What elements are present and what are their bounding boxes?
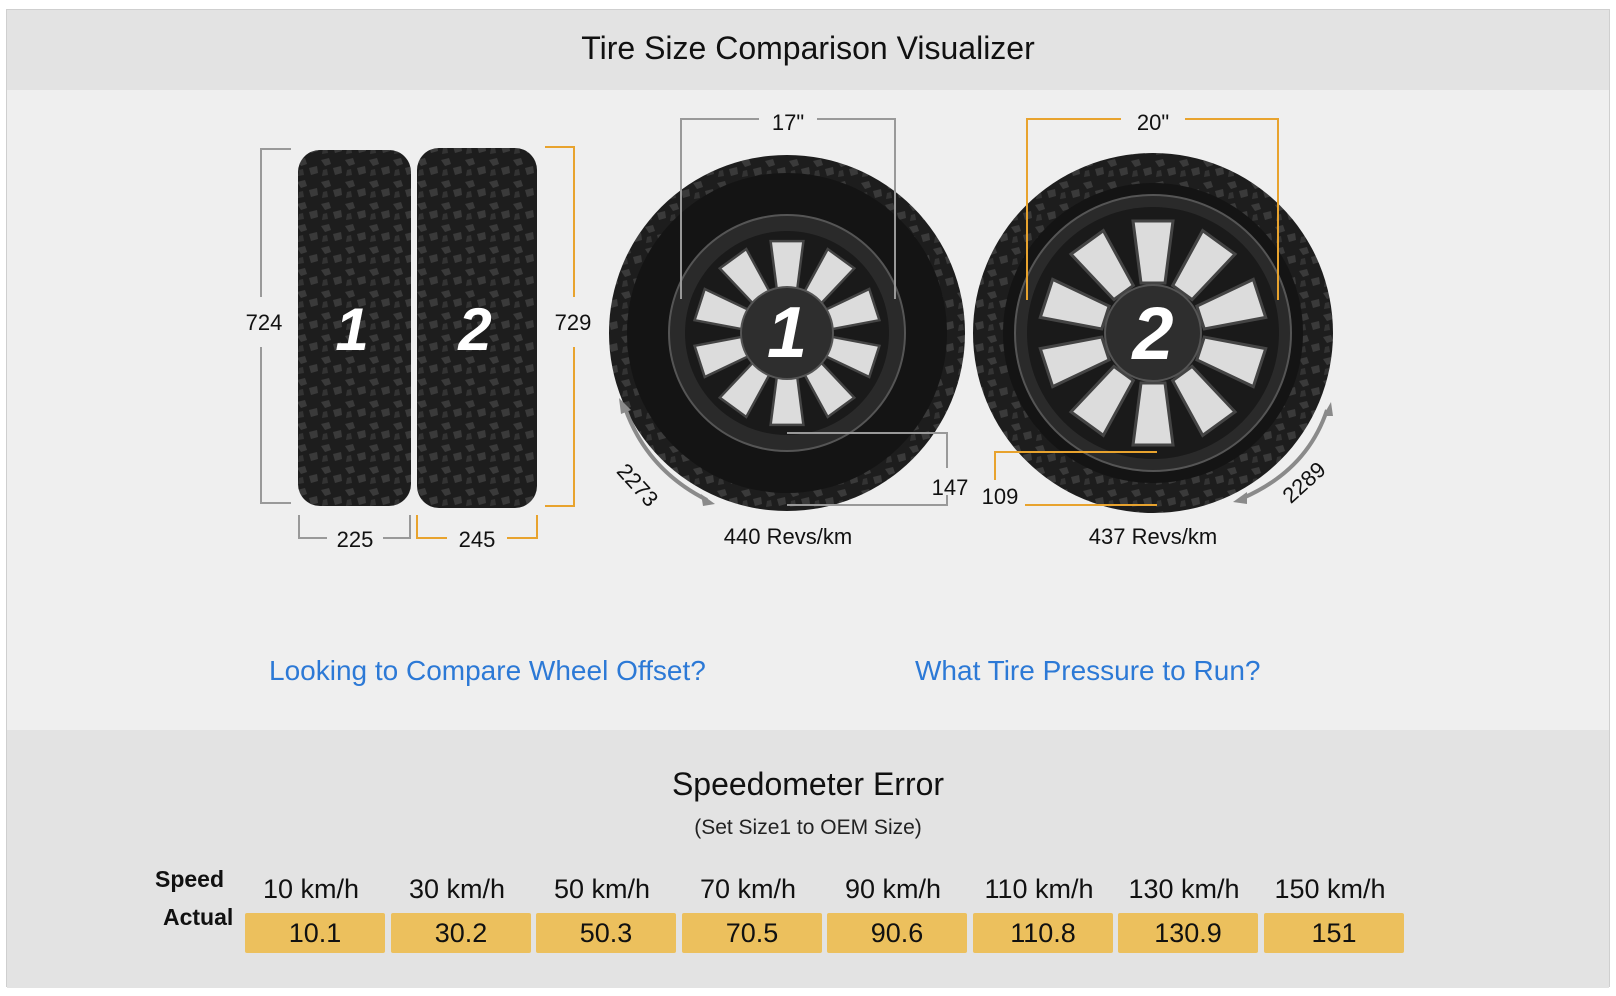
tire2-tread [417,148,537,508]
tire1-tread-number: 1 [335,296,368,363]
speed-cell: 50 km/h [553,874,651,904]
tire1-circumference-arrow [619,398,715,506]
tire1-width-label: 225 [337,527,374,552]
tire2-circumference-label: 2289 [1277,457,1330,508]
tire2-width-label: 245 [459,527,496,552]
actual-row-label: Actual [163,904,234,930]
actual-cell: 70.5 [682,913,822,953]
tire1-wheel: 1 [609,155,965,511]
page-title: Tire Size Comparison Visualizer [581,30,1035,66]
speedometer-error-section: Speedometer Error (Set Size1 to OEM Size… [7,730,1609,988]
tire1-sidewall-bracket [787,432,948,506]
tire2-rim-bracket [1026,118,1279,300]
speed-cell: 150 km/h [1274,874,1386,904]
tire1-sidewall-label: 147 [932,475,969,500]
actual-cell: 151 [1264,913,1404,953]
tire2-tread-number: 2 [457,296,491,363]
tire1-rim-bracket [680,118,896,299]
tire2-rim-label: 20" [1137,110,1169,135]
tire-visual-area: 1 2 724 729 225 [7,90,1609,730]
tire1-revs-label: 440 Revs/km [724,524,852,549]
speed-cell: 30 km/h [408,874,506,904]
speedometer-subtitle: (Set Size1 to OEM Size) [694,816,922,839]
tire2-circumference-arrow [1233,402,1333,504]
speed-cell: 130 km/h [1128,874,1240,904]
speed-cell: 110 km/h [984,874,1094,904]
tire2-wheel-number: 2 [1130,292,1173,375]
tire2-revs-label: 437 Revs/km [1089,524,1217,549]
tire1-circumference-label: 2273 [612,458,663,511]
tire1-width-bracket [298,515,411,539]
tire2-height-label: 729 [555,310,592,335]
actual-cell: 90.6 [827,913,967,953]
actual-cell: 10.1 [245,913,385,953]
speed-cell: 10 km/h [262,874,360,904]
tire2-sidewall-label: 109 [982,484,1019,509]
speed-cell: 90 km/h [844,874,942,904]
tire2-height-bracket [545,146,575,507]
speed-cell: 70 km/h [699,874,797,904]
tire2-tread-view: 2 [417,148,537,508]
tire1-tread-view: 1 [298,150,411,506]
tire2-width-bracket [416,515,538,539]
actual-cell: 110.8 [973,913,1113,953]
speed-row-label: Speed [155,866,225,892]
tire1-wheel-number: 1 [767,293,807,373]
header-bar: Tire Size Comparison Visualizer [7,10,1609,90]
tire-pressure-link[interactable]: What Tire Pressure to Run? [915,655,1261,686]
actual-cell: 30.2 [391,913,531,953]
compare-wheel-offset-link[interactable]: Looking to Compare Wheel Offset? [269,655,706,686]
actual-cell: 130.9 [1118,913,1258,953]
tire2-wheel: 2 [973,153,1333,513]
visualizer-panel: Tire Size Comparison Visualizer [6,9,1610,988]
speedometer-title: Speedometer Error [671,766,945,802]
tire1-height-bracket [260,148,291,504]
tire1-rim-label: 17" [772,110,804,135]
tire2-sidewall-bracket [994,451,1157,506]
actual-cell: 50.3 [536,913,676,953]
tire1-tread [298,150,411,506]
tire-comparison-diagram: 1 2 724 729 225 [246,110,1333,552]
tire1-height-label: 724 [246,310,283,335]
